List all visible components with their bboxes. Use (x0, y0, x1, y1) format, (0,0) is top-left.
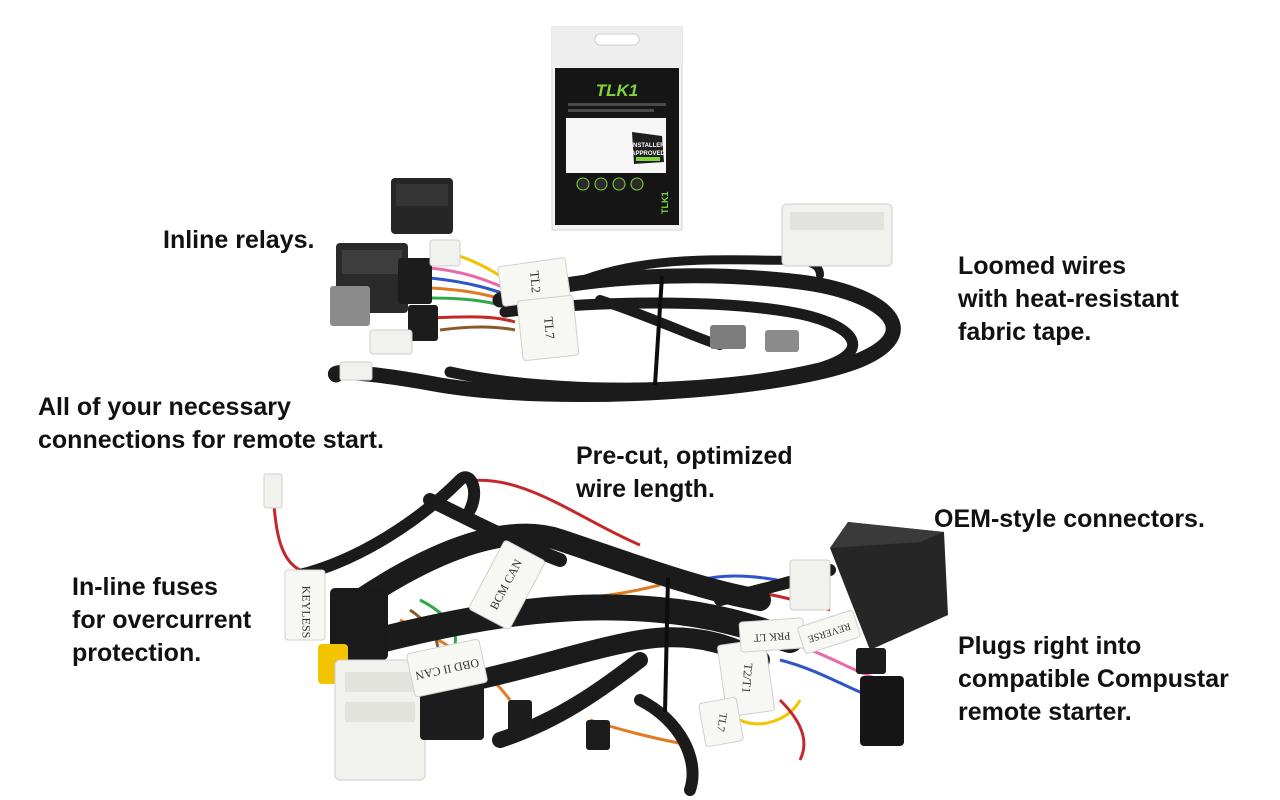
wire-label-keyless-text: KEYLESS (299, 586, 313, 639)
callout-line: Pre-cut, optimized (576, 442, 793, 470)
white-connector-tip (339, 361, 373, 381)
tlk1-package: TLK1 INSTALLER APPROVED TLK1 (551, 26, 683, 231)
callout-necessary-connections: All of your necessary connections for re… (38, 391, 384, 457)
top-cable-tie (653, 275, 664, 386)
black-connector-bottom-right (856, 648, 886, 674)
callout-line: Plugs right into (958, 632, 1142, 660)
wire-label-tl7-top-text: TL7 (541, 316, 558, 340)
callout-plugs-into-compustar: Plugs right into compatible Compustar re… (958, 630, 1229, 729)
feature-icons (576, 177, 644, 191)
black-pin-connector-b (586, 720, 610, 750)
wire-label-tl2: TL2 (497, 257, 571, 307)
callout-line: with heat-resistant (958, 285, 1179, 313)
callout-line: connections for remote start. (38, 426, 384, 454)
wire-label-obd-ii-can: OBD II CAN (406, 638, 488, 698)
white-connector-right (781, 203, 893, 267)
callout-line: remote starter. (958, 698, 1132, 726)
wire-label-reverse: REVERSE (797, 610, 861, 654)
callout-line: protection. (72, 639, 202, 667)
callout-line: for overcurrent (72, 606, 252, 634)
callout-loomed-wires: Loomed wires with heat-resistant fabric … (958, 250, 1179, 349)
white-connector-right-bottom (789, 559, 831, 611)
relay-top (391, 178, 453, 234)
black-pin-connector-a (508, 700, 532, 734)
wire-label-bcm-can: BCM CAN (468, 540, 546, 630)
callout-inline-fuses: In-line fuses for overcurrent protection… (72, 571, 251, 670)
callout-line: OEM-style connectors. (934, 505, 1205, 533)
callout-line: fabric tape. (958, 318, 1092, 346)
package-title: TLK1 (596, 81, 639, 100)
wire-label-t2-t1-text: T2/T1 (739, 663, 756, 694)
wire-label-tl2-text: TL2 (527, 270, 544, 294)
gray-connector-right-b (765, 330, 799, 352)
callout-line: compatible Compustar (958, 665, 1229, 693)
callout-inline-relays: Inline relays. (163, 224, 314, 257)
package-spine-label: TLK1 (660, 192, 670, 215)
white-connector-low (369, 329, 413, 355)
wire-label-prk-lt-text: PRK LT (753, 629, 791, 644)
callout-oem-connectors: OEM-style connectors. (934, 503, 1205, 536)
compustar-plug-connector (860, 676, 904, 746)
oem-connector-white-stack (334, 659, 426, 781)
white-connector-relay (429, 239, 461, 267)
wire-label-keyless: KEYLESS (284, 569, 326, 641)
gray-connector-right (710, 325, 746, 349)
wire-label-tl7-bottom-text: TL7 (714, 712, 729, 733)
top-harness: TL2 TL7 (327, 178, 901, 403)
bottom-cable-tie (663, 577, 670, 713)
black-connector-small (408, 305, 438, 341)
callout-line: All of your necessary (38, 393, 291, 421)
callout-pre-cut-length: Pre-cut, optimized wire length. (576, 440, 793, 506)
wire-label-tl7-top: TL7 (516, 295, 580, 361)
gray-connector-left (330, 286, 370, 326)
badge-line1: INSTALLER (631, 143, 665, 149)
bottom-harness: KEYLESS BCM CAN OBD II CAN T2/T1 TL7 PRK… (263, 471, 948, 796)
callout-line: In-line fuses (72, 573, 218, 601)
wire-label-tl7-bottom: TL7 (698, 697, 744, 747)
white-connector-fuse-top (263, 473, 283, 509)
wire-label-prk-lt: PRK LT (738, 617, 806, 653)
callout-line: Loomed wires (958, 252, 1127, 280)
installer-approved-badge: INSTALLER APPROVED (631, 132, 665, 164)
callout-line: Inline relays. (163, 226, 315, 254)
oem-connector-black-box (830, 522, 948, 650)
black-connector-mid (398, 258, 432, 304)
badge-line2: APPROVED (631, 151, 665, 157)
callout-line: wire length. (576, 475, 715, 503)
